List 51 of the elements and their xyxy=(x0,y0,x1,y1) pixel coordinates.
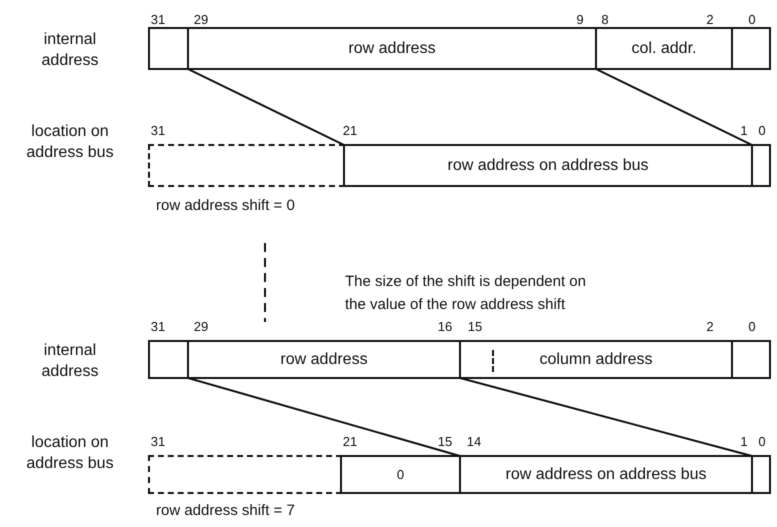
empty-box xyxy=(731,27,771,70)
field-box xyxy=(187,27,597,70)
field-label: row address xyxy=(280,350,368,368)
bit-number: 21 xyxy=(342,123,358,139)
bit-number: 1 xyxy=(739,123,749,139)
field-box xyxy=(187,340,461,379)
row-label: internal address xyxy=(40,30,100,71)
mapping-line xyxy=(460,377,752,457)
bit-number: 1 xyxy=(739,434,749,450)
shift-note: row address shift = 7 xyxy=(156,502,296,520)
field-label: row address on address bus xyxy=(448,156,648,174)
note-text: The size of the shift is dependent on the value of the row address shift xyxy=(345,272,587,315)
empty-box xyxy=(148,27,189,70)
bit-number: 2 xyxy=(705,319,715,335)
field-box xyxy=(459,340,733,379)
bit-number: 8 xyxy=(600,12,610,28)
field-label: row address on address bus xyxy=(506,466,706,484)
bit-number: 0 xyxy=(747,319,757,335)
bit-number: 15 xyxy=(466,319,484,335)
bit-number: 31 xyxy=(150,12,166,28)
bit-number: 21 xyxy=(342,434,358,450)
field-label: column address xyxy=(540,350,652,368)
row-label: location on address bus xyxy=(25,433,115,474)
bit-number: 16 xyxy=(436,319,454,335)
bit-number: 29 xyxy=(192,12,210,28)
field-box xyxy=(340,455,461,494)
empty-box xyxy=(751,144,771,187)
bit-number: 15 xyxy=(436,434,454,450)
bit-number: 9 xyxy=(575,12,585,28)
field-box xyxy=(595,27,733,70)
mapping-line xyxy=(188,68,344,146)
bit-number: 31 xyxy=(150,434,166,450)
field-box xyxy=(459,455,753,494)
field-box xyxy=(343,144,753,187)
field-label: row address xyxy=(348,40,436,58)
empty-box xyxy=(751,455,771,494)
row-label: internal address xyxy=(40,341,100,382)
field-label: 0 xyxy=(396,467,404,482)
bit-number: 0 xyxy=(747,12,757,28)
bit-number: 31 xyxy=(150,319,166,335)
bit-number: 31 xyxy=(150,123,166,139)
field-label: col. addr. xyxy=(632,40,696,58)
bit-number: 2 xyxy=(705,12,715,28)
shift-note: row address shift = 0 xyxy=(156,197,296,215)
row-label: location on address bus xyxy=(25,122,115,163)
mapping-line xyxy=(596,68,752,146)
mapping-line xyxy=(188,377,460,457)
bit-number: 0 xyxy=(757,123,767,139)
bit-number: 0 xyxy=(757,434,767,450)
bit-number: 29 xyxy=(192,319,210,335)
bit-number: 14 xyxy=(466,434,482,450)
